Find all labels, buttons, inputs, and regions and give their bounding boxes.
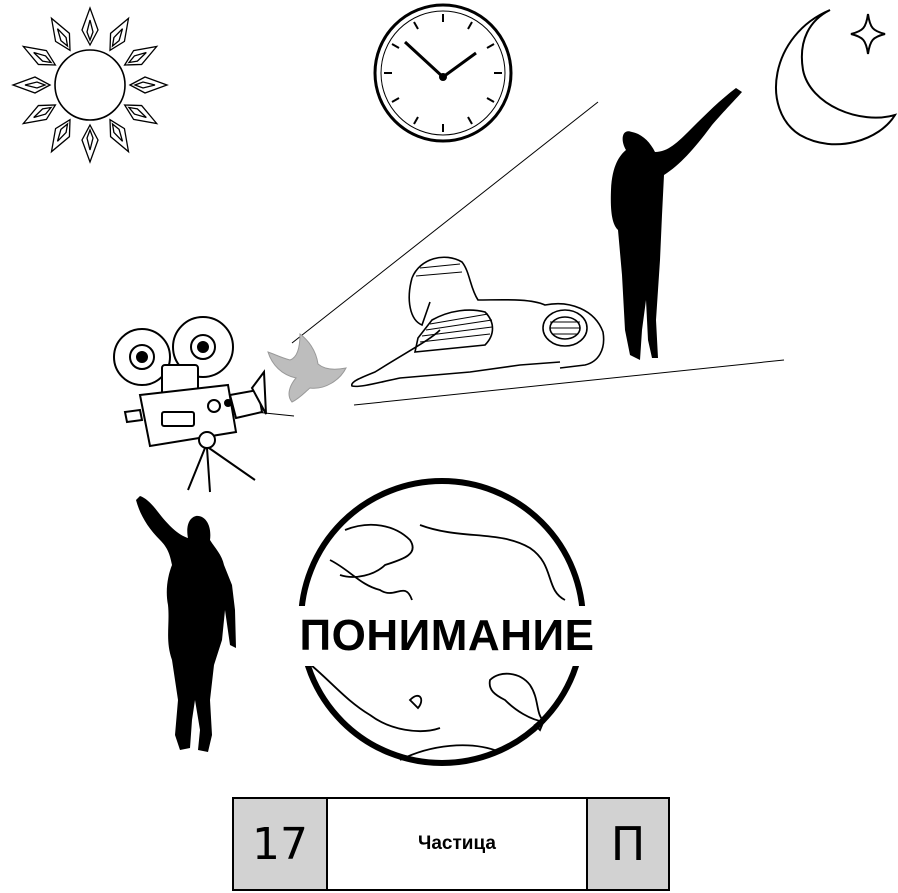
standing-man-silhouette (611, 88, 742, 360)
sphinx-icon (352, 257, 604, 386)
sun-icon (13, 8, 167, 162)
crescent-moon-icon (776, 10, 895, 144)
star-icon (851, 14, 885, 54)
page-title: ПОНИМАНИЕ (286, 606, 608, 666)
word-card: 17 Частица П (232, 797, 670, 891)
card-letter: П (586, 799, 668, 889)
card-word: Частица (328, 799, 586, 889)
card-number: 17 (234, 799, 328, 889)
dove-icon (268, 334, 346, 402)
raised-arm-man-silhouette (136, 496, 236, 752)
film-camera-icon (114, 317, 266, 492)
clock-icon (375, 5, 511, 141)
